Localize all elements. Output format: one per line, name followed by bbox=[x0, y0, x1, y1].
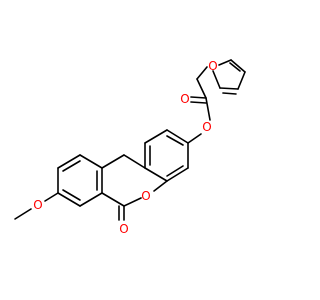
atom-labels: O O O O O O bbox=[33, 59, 217, 236]
bond-furan-c4-c5-double bbox=[229, 62, 241, 72]
atom-o-carbonyl-ester: O bbox=[180, 92, 189, 106]
atom-o-lactone-carbonyl-label: O bbox=[119, 222, 128, 236]
bond-furan-o-c1 bbox=[196, 66, 208, 80]
atom-o-lactone-ring-label: O bbox=[141, 189, 150, 203]
bond-ring-c-5 bbox=[79, 192, 103, 207]
bond-ring-a-3 bbox=[144, 167, 168, 182]
bond-ester-c-furan-c1 bbox=[196, 78, 207, 99]
bond-furan-o-c2 bbox=[212, 70, 221, 89]
atom-o-lactone-ring: O bbox=[141, 189, 150, 203]
bond-ring-c-4 bbox=[57, 192, 81, 207]
atom-o-ester-label: O bbox=[202, 120, 211, 134]
bond-ring-a-2 bbox=[166, 167, 189, 182]
bond-furan-c2-c3-double bbox=[222, 92, 237, 95]
bond-furan-c3-c4 bbox=[237, 71, 246, 90]
bond-ring-c-1 bbox=[79, 154, 103, 169]
bond-lactone-c-o bbox=[153, 180, 168, 192]
bond-ring-a-2-double bbox=[166, 165, 184, 177]
bond-ester-c-carbonyl-o bbox=[190, 96, 207, 99]
bond-ring-c-2-double bbox=[62, 160, 81, 172]
bond-lactone-c-c3 bbox=[101, 154, 125, 169]
bond-furan-c2-c3 bbox=[219, 87, 239, 90]
bond-ring-a-6 bbox=[166, 129, 189, 144]
bond-lactone-c-c bbox=[101, 192, 125, 207]
bond-ring-c-4-double bbox=[62, 189, 81, 201]
atom-o-ester: O bbox=[202, 120, 211, 134]
bond-ring-a-6-double bbox=[166, 135, 184, 146]
bond-furan-c4-c5 bbox=[230, 59, 246, 73]
atom-o-methoxy-label: O bbox=[33, 198, 42, 212]
bond-ring-c-2 bbox=[57, 154, 81, 169]
bond-lactone-o-c bbox=[123, 197, 142, 207]
atom-o-methoxy: O bbox=[33, 198, 42, 212]
molecule-structure-diagram: O O O O O O bbox=[14, 59, 246, 236]
atom-o-carbonyl-ester-label: O bbox=[180, 92, 189, 106]
bond-ester-o-aryl bbox=[187, 133, 202, 144]
bond-furan-c5-o bbox=[218, 59, 232, 66]
bonds bbox=[14, 59, 246, 221]
atom-o-lactone-carbonyl: O bbox=[119, 222, 128, 236]
bond-ring-a-5 bbox=[144, 129, 168, 144]
bond-ester-c-o bbox=[205, 97, 211, 121]
bond-lactone-biaryl bbox=[123, 154, 146, 169]
atom-o-furan: O bbox=[208, 59, 217, 73]
atom-o-furan-label: O bbox=[208, 59, 217, 73]
bond-methoxy-o-c bbox=[14, 208, 32, 220]
bond-ester-c-carbonyl-o-double bbox=[190, 101, 207, 104]
bond-methoxy-aryl-o bbox=[44, 192, 59, 202]
